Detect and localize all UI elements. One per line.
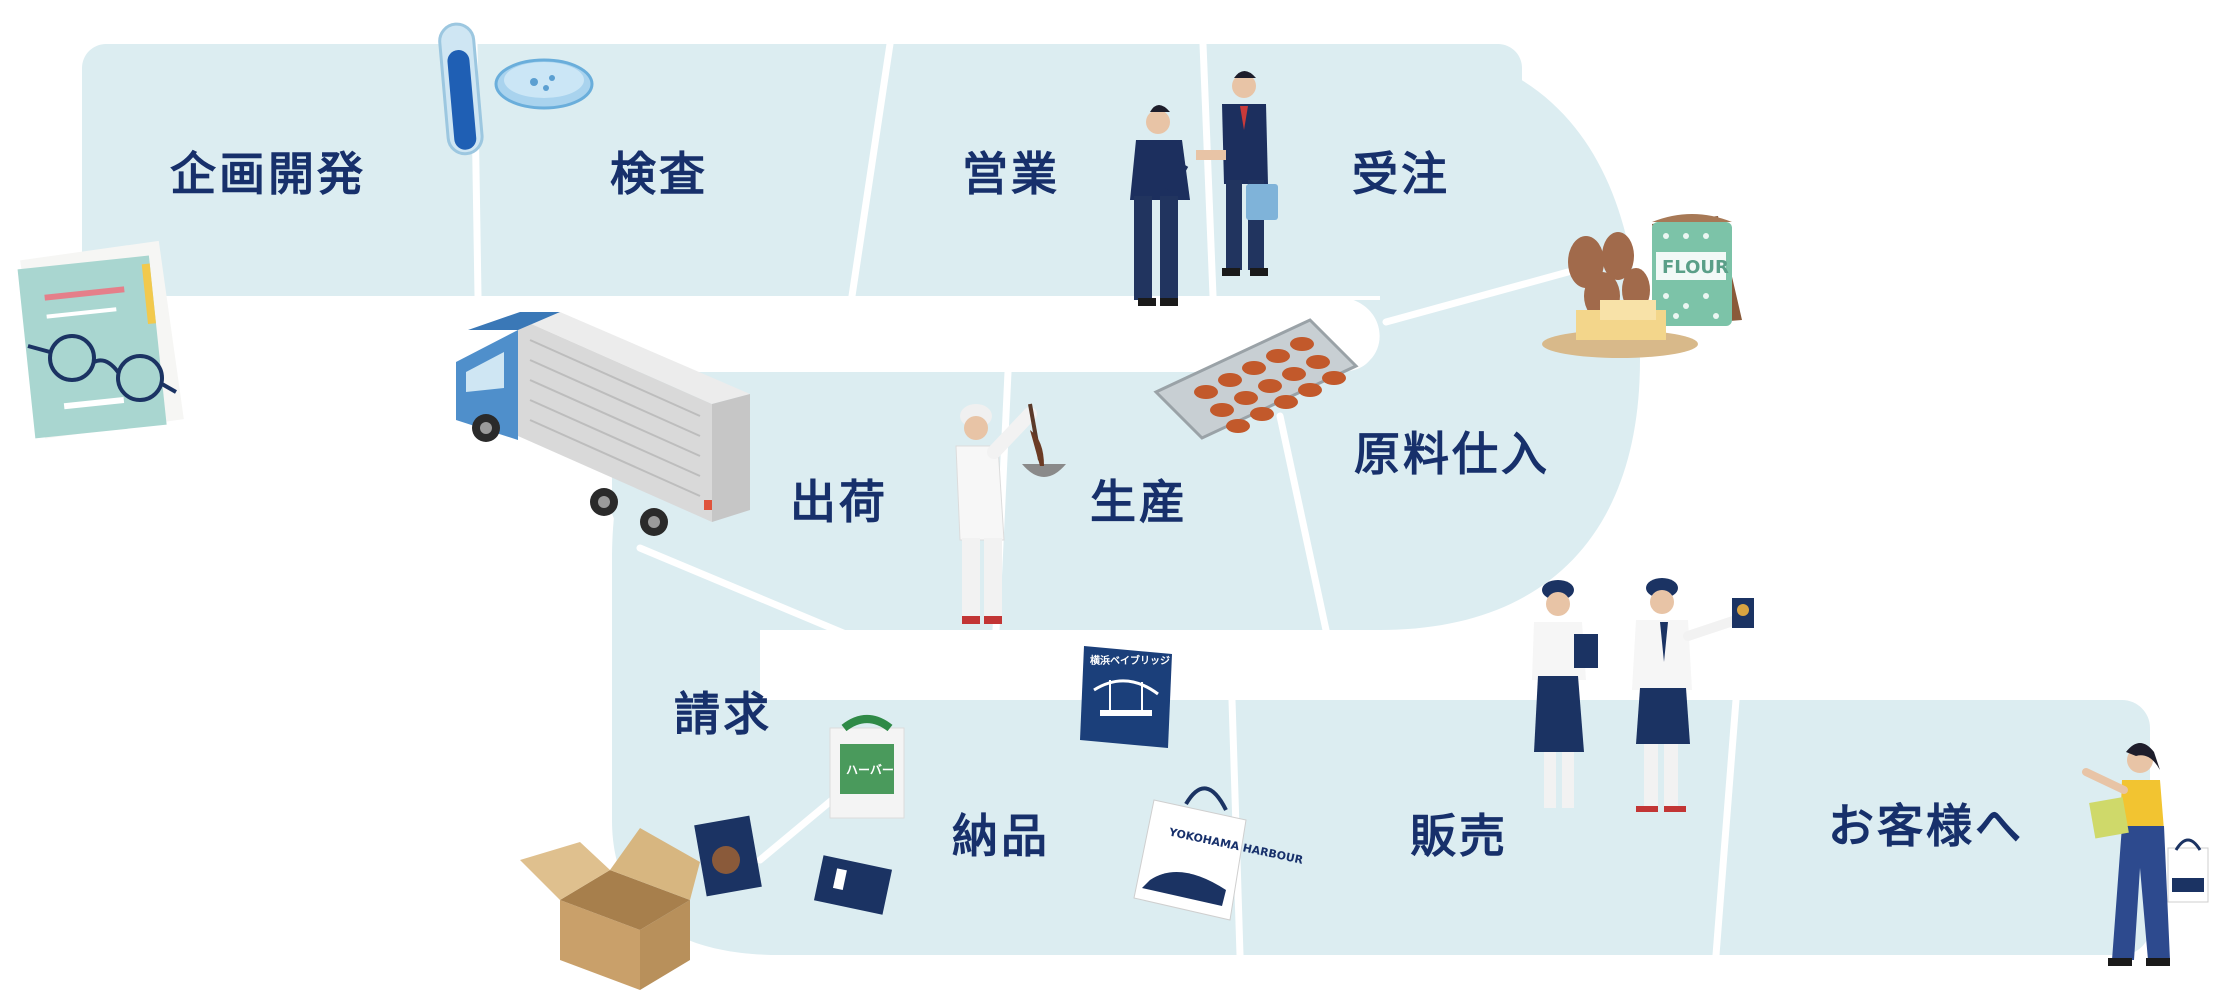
path-gaps (0, 296, 2150, 1000)
flour-bag-label: FLOUR (1662, 257, 1729, 278)
test-tube-petri-illustration (438, 22, 594, 156)
step-labels: 企画開発 検査 営業 受注 原料仕入 生産 出荷 請求 納品 販売 お客様へ (170, 147, 2024, 863)
bridge-box-label: 横浜ベイブリッジ (1090, 654, 1170, 667)
step-retail: 販売 (1410, 809, 1508, 863)
step-delivery: 納品 (952, 809, 1050, 863)
customer-illustration (2082, 743, 2209, 966)
step-inspection: 検査 (610, 147, 708, 201)
sales-staff-illustration (1532, 578, 1754, 812)
ingredients-illustration: FLOUR (1542, 214, 1742, 358)
step-billing: 請求 (674, 687, 772, 741)
step-order: 受注 (1352, 147, 1450, 201)
cardboard-box-illustration (520, 828, 700, 990)
step-production: 生産 (1090, 475, 1188, 529)
step-planning: 企画開発 (170, 147, 366, 201)
product-packages-illustration: ハーバー (694, 715, 905, 915)
step-customer: お客様へ (1828, 799, 2024, 853)
documents-glasses-illustration (17, 240, 184, 439)
step-shipping: 出荷 (790, 475, 888, 529)
bay-bridge-box-illustration: 横浜ベイブリッジ (1080, 646, 1172, 748)
businessmen-handshake-illustration (1130, 71, 1278, 306)
chef-illustration (955, 403, 1066, 624)
step-sales: 営業 (962, 147, 1060, 201)
step-procurement: 原料仕入 (1354, 427, 1550, 481)
delivery-truck-illustration (456, 312, 750, 536)
baking-tray-illustration (1153, 318, 1359, 440)
green-bag-label: ハーバー (846, 763, 894, 777)
